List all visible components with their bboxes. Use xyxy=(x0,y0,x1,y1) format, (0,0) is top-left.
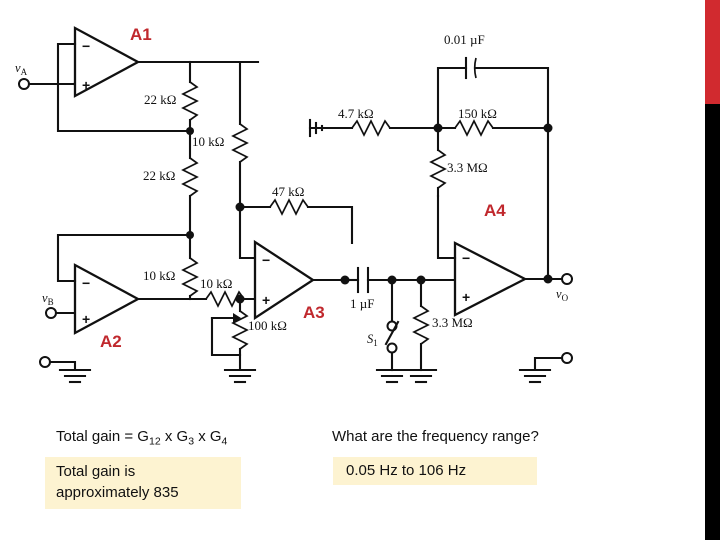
input-terminal-va xyxy=(18,78,30,90)
component-label-1uf: 1 µF xyxy=(350,296,374,311)
opamp-a2-noninverting-sign: + xyxy=(82,311,90,327)
resistor-series-10k xyxy=(205,290,245,308)
gain-formula-prefix: Total gain = G xyxy=(56,428,149,445)
component-label-150k: 150 kΩ xyxy=(458,106,497,121)
opamp-a2-inverting-sign: − xyxy=(82,275,90,291)
opamp-a1-noninverting-sign: + xyxy=(82,77,90,93)
component-label-10k-series: 10 kΩ xyxy=(200,276,232,291)
opamp-a2-tag: A2 xyxy=(100,332,122,351)
edge-accent-bar-black xyxy=(705,104,720,540)
opamp-a4-noninverting-sign: + xyxy=(462,289,470,305)
component-label-33m-bottom: 3.3 MΩ xyxy=(432,315,473,330)
opamp-a1-inverting-sign: − xyxy=(82,38,90,54)
gain-formula-sub-4: 4 xyxy=(221,435,228,448)
resistor-33m-top xyxy=(429,126,447,198)
wire-a4-inverting-up xyxy=(436,194,457,260)
resistor-bridge-10k xyxy=(231,60,249,209)
signal-label-vo: vO xyxy=(556,287,569,303)
resistor-a2-22k xyxy=(181,233,199,301)
opamp-a4-inverting-sign: − xyxy=(462,250,470,266)
ground-symbol-left xyxy=(58,368,92,384)
total-gain-answer-box: Total gain is approximately 835 xyxy=(45,457,241,509)
resistor-47k-input xyxy=(351,119,391,137)
opamp-a3-tag: A3 xyxy=(303,303,325,322)
edge-accent-bar-red xyxy=(705,0,720,104)
gain-answer-line-2: approximately 835 xyxy=(56,483,179,501)
gain-formula-sub-12: 12 xyxy=(148,435,161,448)
component-label-0p01uf: 0.01 µF xyxy=(444,32,485,47)
wire-47k-right xyxy=(306,205,354,245)
component-label-10k-mid: 22 kΩ xyxy=(143,168,175,183)
ground-symbol-right xyxy=(518,368,552,384)
input-terminal-vb xyxy=(45,307,57,319)
component-label-4k7: 4.7 kΩ xyxy=(338,106,374,121)
gain-formula-mid-1: x G xyxy=(160,428,189,445)
signal-label-vb: vB xyxy=(42,291,54,307)
potentiometer-100k xyxy=(210,297,249,370)
resistor-feedback-47k xyxy=(269,198,309,216)
gain-answer-line-1: Total gain is xyxy=(56,463,136,480)
opamp-a3-inverting-sign: − xyxy=(262,252,270,268)
gain-formula-mid-2: x G xyxy=(194,428,222,445)
signal-label-s1: S1 xyxy=(367,332,378,348)
opamp-a2-body xyxy=(73,263,141,335)
gain-formula-sub-3: 3 xyxy=(188,435,195,448)
signal-label-va: vA xyxy=(15,61,28,77)
wire-ground-left xyxy=(48,360,77,372)
output-terminal-vo xyxy=(561,273,573,285)
total-gain-formula: Total gain = G12 x G3 x G4 xyxy=(56,428,227,448)
opamp-a1-body xyxy=(73,26,141,98)
capacitor-0p01uf xyxy=(436,56,550,130)
wire-ground-right xyxy=(533,356,564,372)
opamp-a4-body xyxy=(453,241,528,317)
opamp-a4-tag: A4 xyxy=(484,201,506,220)
ground-terminal-right xyxy=(561,352,573,364)
component-label-100k: 100 kΩ xyxy=(248,318,287,333)
component-label-22k-a1: 22 kΩ xyxy=(144,92,176,107)
ground-symbol-pot xyxy=(223,368,257,384)
resistor-33m-bottom xyxy=(404,278,438,384)
ground-symbol-network xyxy=(308,118,354,138)
frequency-range-answer-box: 0.05 Hz to 106 Hz xyxy=(333,457,537,485)
resistor-150k xyxy=(454,119,494,137)
opamp-a3-body xyxy=(253,239,316,321)
wire-a2-feedback-loop xyxy=(56,233,192,283)
circuit-schematic-svg: vA − + A1 22 kΩ 22 kΩ 10 kΩ 47 kΩ vB xyxy=(15,25,573,384)
capacitor-1uf xyxy=(343,266,427,294)
component-label-22k-a2: 10 kΩ xyxy=(143,268,175,283)
opamp-a1-tag: A1 xyxy=(130,25,152,44)
component-label-10k-bridge: 10 kΩ xyxy=(192,134,224,149)
opamp-a3-noninverting-sign: + xyxy=(262,292,270,308)
frequency-range-question: What are the frequency range? xyxy=(332,428,539,445)
resistor-a1-22k xyxy=(181,81,199,121)
switch-s1 xyxy=(375,278,409,384)
wire-a3-inverting-in xyxy=(238,205,260,260)
component-label-47k: 47 kΩ xyxy=(272,184,304,199)
wire-a1-feedback-loop xyxy=(56,42,192,133)
resistor-mid-10k xyxy=(181,129,199,237)
circuit-schematic-figure: vA − + A1 22 kΩ 22 kΩ 10 kΩ 47 kΩ vB xyxy=(15,25,573,384)
component-label-33m-top: 3.3 MΩ xyxy=(447,160,488,175)
ground-terminal-left xyxy=(39,356,51,368)
